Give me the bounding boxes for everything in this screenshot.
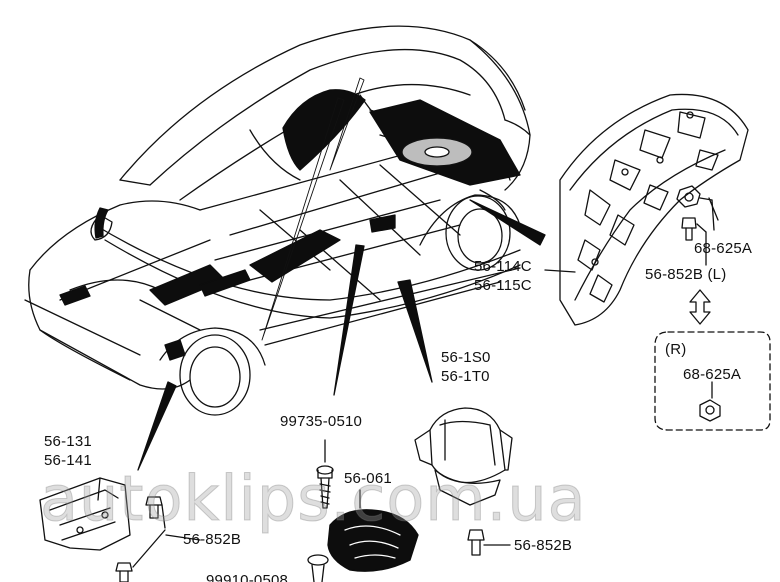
label-56-141: 56-141 <box>44 452 92 469</box>
label-68-625a-right: 68-625A <box>683 366 742 383</box>
leader-wedges <box>137 77 546 471</box>
label-56-131: 56-131 <box>44 433 92 450</box>
right-side-dashed-box <box>654 331 771 431</box>
clip-bottom-drawing <box>307 554 329 582</box>
part-56-131-drawing <box>39 477 131 551</box>
label-56-1s0: 56-1S0 <box>441 349 491 366</box>
label-56-1t0: 56-1T0 <box>441 368 490 385</box>
label-56-852b-center: 56-852B <box>514 537 573 554</box>
leader-lines <box>324 197 719 509</box>
nut-right-drawing <box>699 381 721 422</box>
screw-drawing <box>316 465 334 509</box>
clip-center-drawing <box>467 529 511 556</box>
label-56-852b-left: 56-852B <box>183 531 242 548</box>
label-56-852b-l: 56-852B (L) <box>645 266 727 283</box>
car-insulation-pads <box>59 89 521 361</box>
label-99910-0508: 99910-0508 <box>206 572 289 582</box>
front-wheel-drawing <box>179 334 251 416</box>
label-56-115c: 56-115C <box>474 277 532 294</box>
nut-and-clip-drawing <box>676 185 715 266</box>
label-r-marker: (R) <box>665 341 687 358</box>
label-56-061: 56-061 <box>344 470 392 487</box>
part-56-1s0-drawing <box>414 407 513 506</box>
part-56-061-drawing <box>327 509 419 572</box>
double-arrow-icon <box>689 289 711 325</box>
label-56-114c: 56-114C <box>474 258 532 275</box>
label-68-625a-left: 68-625A <box>694 240 753 257</box>
rear-fender-liner-drawing <box>559 93 749 326</box>
rear-wheel-drawing <box>445 195 511 271</box>
clips-left-drawing <box>115 496 201 582</box>
label-99735-0510: 99735-0510 <box>280 413 363 430</box>
